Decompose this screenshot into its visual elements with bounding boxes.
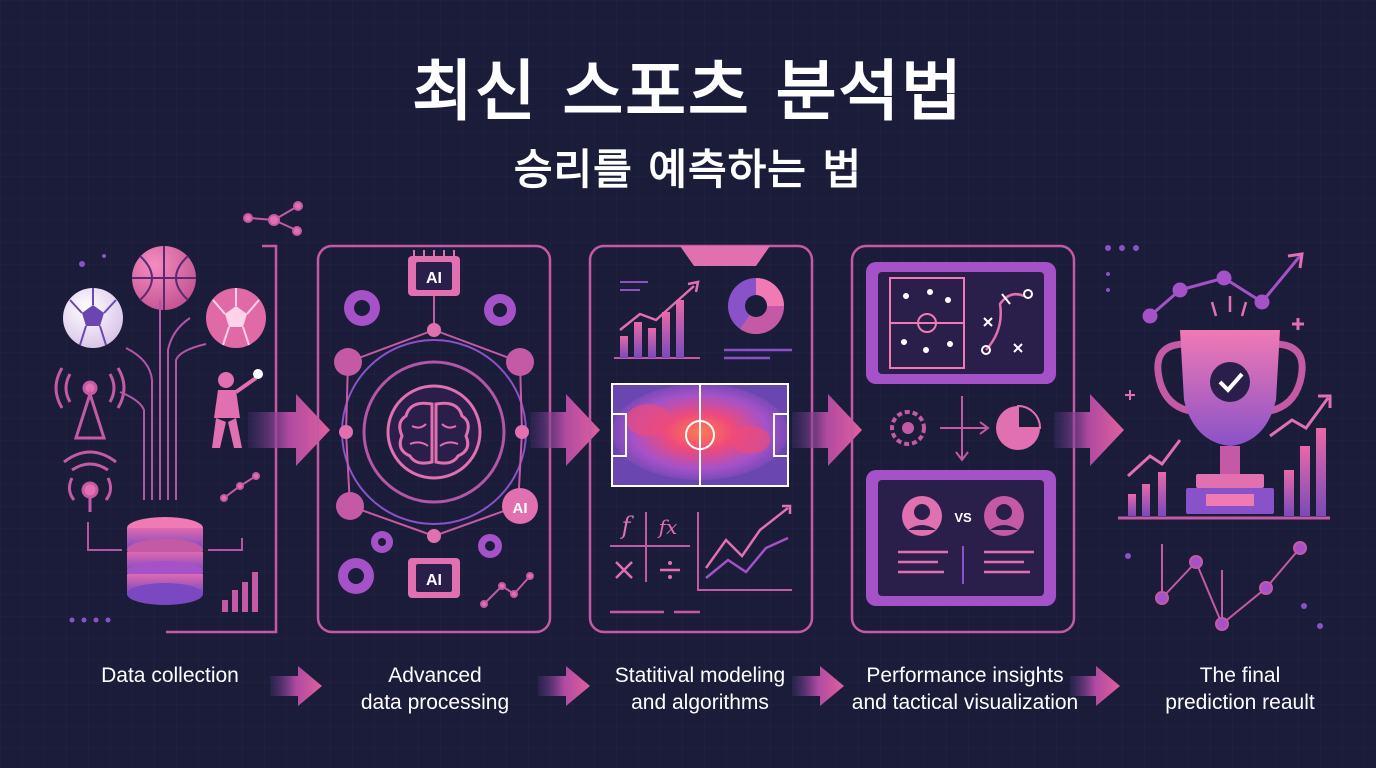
stage-arrow-2	[530, 394, 600, 466]
player-comparison-icon: VS	[866, 470, 1056, 606]
trend-line-icon	[480, 572, 534, 608]
ai-node-label: AI	[513, 500, 528, 517]
stage-2-caption-line-2: data processing	[360, 691, 510, 714]
flow-arrows-icon	[119, 300, 207, 500]
soccer-ball-icon	[63, 288, 123, 348]
caption-arrows	[270, 666, 1120, 706]
formula-fx-label: fx	[657, 515, 678, 539]
network-icon	[243, 201, 303, 236]
stage-3-modeling: f fx	[588, 244, 814, 634]
stage-4-caption: Performance insights and tactical visual…	[830, 662, 1100, 716]
stage-5-caption: The final prediction reault	[1130, 662, 1350, 716]
gear-small-icon	[890, 410, 926, 446]
caption-arrow-4	[1070, 666, 1120, 706]
stage-1-data-collection	[54, 201, 303, 634]
ai-chip-bottom-label: AI	[426, 572, 442, 589]
page-title: 최신 스포츠 분석법	[412, 53, 964, 130]
caption-arrow-3	[792, 666, 844, 706]
stage-2-data-processing: AI AI	[316, 244, 552, 634]
pie-chart-icon	[996, 404, 1042, 450]
stage-1-caption-line-1: Data collection	[101, 664, 239, 687]
trophy-icon	[1154, 330, 1306, 514]
bar-chart-icon	[614, 280, 700, 359]
versus-label: VS	[954, 510, 972, 525]
stage-5-prediction	[1105, 245, 1332, 631]
basketball-icon	[132, 246, 196, 310]
ai-chip-icon: AI	[408, 250, 460, 296]
stage-3-caption-line-2: and algorithms	[631, 691, 769, 714]
stage-3-caption: Statitival modeling and algorithms	[585, 662, 815, 716]
player-icon	[212, 369, 263, 448]
formula-icon: f fx	[610, 512, 690, 582]
brain-icon	[386, 384, 482, 480]
caption-arrow-2	[538, 666, 590, 706]
stage-4-caption-line-1: Performance insights	[866, 664, 1064, 687]
stage-1-caption: Data collection	[60, 662, 280, 689]
trend-up-icon	[1142, 252, 1304, 324]
stage-5-caption-line-1: The final	[1199, 664, 1281, 687]
bar-chart-left-icon	[1126, 439, 1182, 516]
gear-icon	[338, 290, 516, 594]
signal-tower-icon	[54, 367, 126, 440]
wifi-sensor-icon	[63, 450, 117, 512]
heatmap-pitch-icon	[611, 383, 789, 487]
line-chart-icon	[697, 504, 792, 591]
stage-arrow-3	[792, 394, 862, 466]
bar-chart-right-icon	[1269, 394, 1332, 516]
stage-5-caption-line-2: prediction reault	[1165, 691, 1315, 714]
page-subtitle: 승리를 예측하는 법	[513, 145, 863, 194]
stage-arrow-4	[1054, 394, 1124, 466]
database-icon	[127, 517, 203, 605]
tactics-board-icon	[866, 262, 1056, 384]
formula-f-label: f	[620, 512, 635, 540]
stage-4-insights: VS	[850, 244, 1076, 634]
mini-bar-chart-icon	[222, 572, 258, 612]
soccer-ball-pink-icon	[206, 288, 266, 348]
stage-2-caption: Advanced data processing	[330, 662, 540, 716]
axis-icon	[940, 396, 990, 462]
caption-arrow-1	[270, 666, 322, 706]
mini-line-icon	[220, 472, 260, 502]
stage-2-caption-line-1: Advanced	[388, 664, 482, 687]
stage-3-caption-line-1: Statitival modeling	[614, 664, 786, 687]
ai-chip-label: AI	[426, 270, 442, 287]
stage-arrow-1	[248, 394, 330, 466]
ai-node-icon: AI	[502, 488, 538, 524]
scatter-trend-icon	[1155, 541, 1307, 631]
ai-chip-bottom-icon: AI	[408, 558, 460, 598]
stage-4-caption-line-2: and tactical visualization	[851, 691, 1079, 714]
donut-chart-icon	[724, 278, 792, 360]
